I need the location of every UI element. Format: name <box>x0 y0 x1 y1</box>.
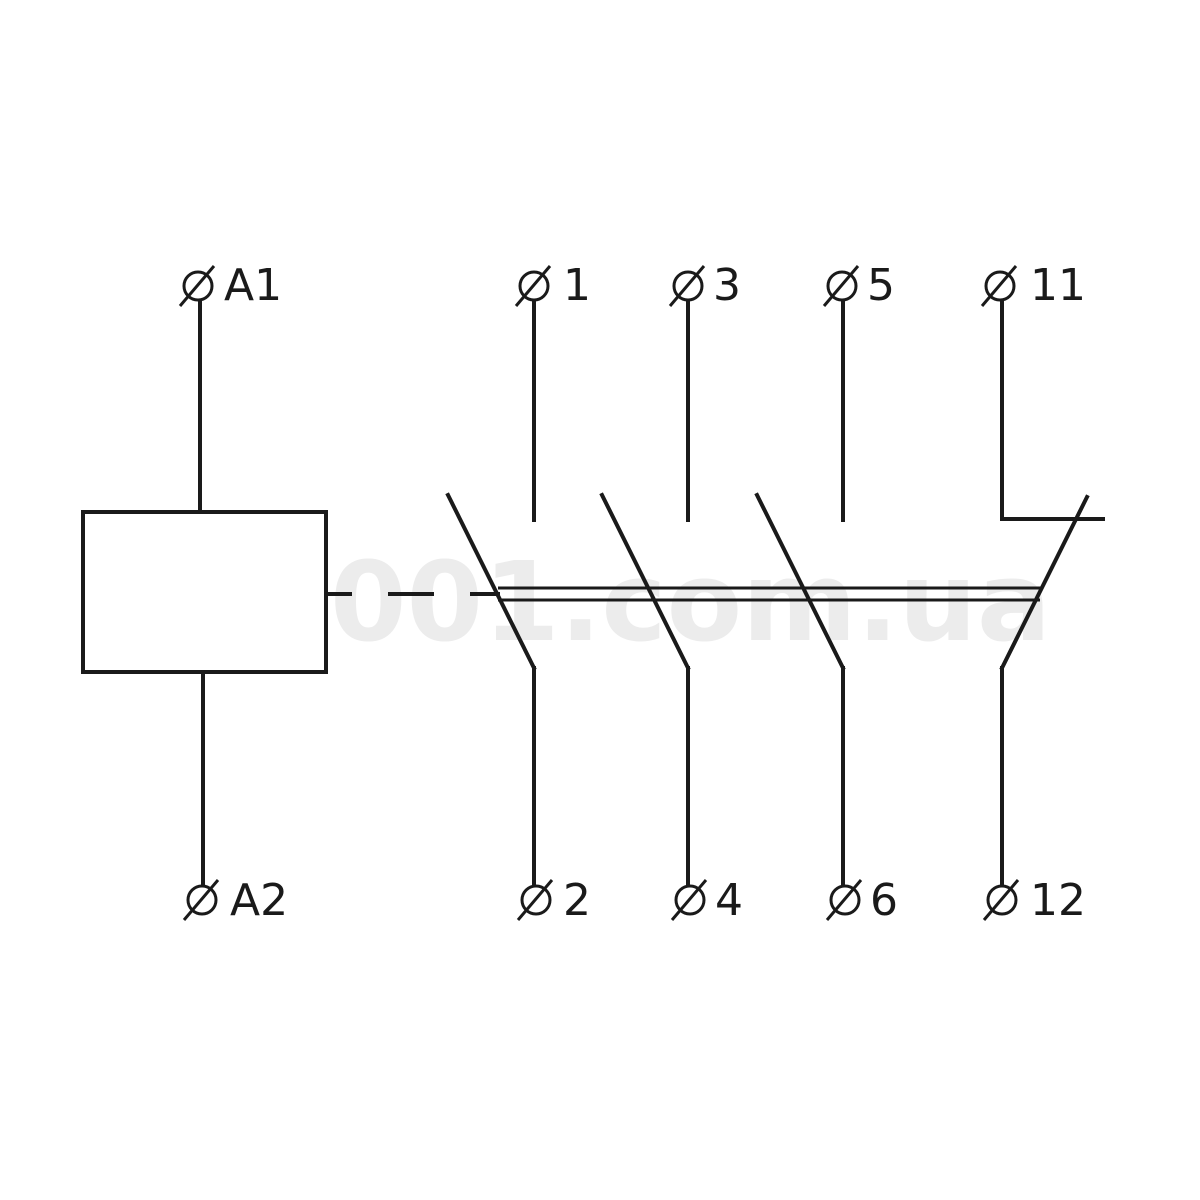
diameter-icon <box>825 879 863 921</box>
mechanical-linkage <box>326 586 1043 602</box>
terminal-12: 12 <box>982 875 1086 926</box>
diameter-icon <box>514 265 552 307</box>
pole-5-blade <box>754 492 846 671</box>
terminal-1: 1 <box>514 260 591 311</box>
terminal-label: 12 <box>1030 875 1086 926</box>
terminal-4: 4 <box>670 875 743 926</box>
diameter-icon <box>822 265 860 307</box>
terminal-3: 3 <box>668 260 741 311</box>
coil-box <box>81 510 328 674</box>
diameter-icon <box>668 265 706 307</box>
terminal-label: 2 <box>563 875 591 926</box>
diameter-icon <box>982 879 1020 921</box>
terminal-label: 6 <box>870 875 898 926</box>
diameter-icon <box>178 265 216 307</box>
diameter-icon <box>980 265 1018 307</box>
terminal-a2: A2 <box>182 875 288 926</box>
main-pole-5-6 <box>754 300 846 897</box>
terminal-label: 4 <box>715 875 743 926</box>
watermark: 001.com.ua <box>330 538 1051 666</box>
terminal-label: 5 <box>867 260 895 311</box>
terminal-2: 2 <box>516 875 591 926</box>
pole-3-blade <box>599 492 691 671</box>
terminal-label: A2 <box>230 875 288 926</box>
pole-1-blade <box>445 492 537 671</box>
terminal-11: 11 <box>980 260 1086 311</box>
terminal-label: 3 <box>713 260 741 311</box>
terminal-a1: A1 <box>178 260 282 311</box>
diameter-icon <box>670 879 708 921</box>
terminal-label: A1 <box>224 260 282 311</box>
terminal-5: 5 <box>822 260 895 311</box>
diameter-icon <box>516 879 554 921</box>
terminal-6: 6 <box>825 875 898 926</box>
aux-blade <box>999 494 1090 671</box>
diameter-icon <box>182 879 220 921</box>
terminal-label: 11 <box>1030 260 1086 311</box>
main-pole-3-4 <box>599 300 691 897</box>
terminal-label: 1 <box>563 260 591 311</box>
main-pole-1-2 <box>445 300 537 897</box>
auxiliary-contact-11-12 <box>999 300 1105 897</box>
coil <box>81 298 328 897</box>
